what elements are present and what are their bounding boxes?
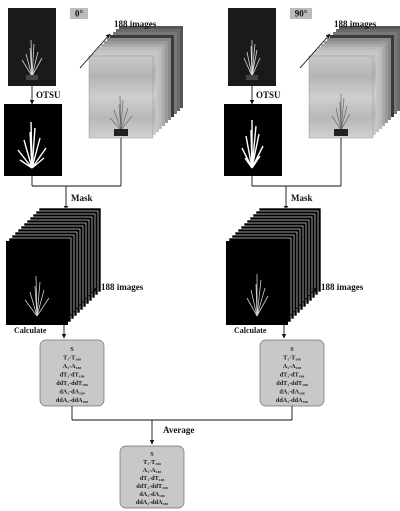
- plant-icon: [24, 275, 50, 317]
- pot-icon: [246, 75, 258, 80]
- feature-item: ddA₁-ddA₁₈₈: [56, 397, 88, 404]
- plant-icon: [331, 94, 351, 131]
- feature-item: dA₁-dA₁₈₈: [139, 491, 164, 498]
- pot-icon: [114, 129, 128, 136]
- stack-count-label: 188 images: [114, 19, 157, 29]
- feature-item: A₁-A₁₈₈: [283, 363, 302, 370]
- feature-item: S: [70, 346, 74, 353]
- panel-90-deg: 90° OTSU 188 images: [224, 8, 400, 407]
- feature-item: dT₁-dT₁₈₈: [280, 372, 305, 379]
- feature-item: dA₁-dA₁₈₈: [59, 389, 84, 396]
- feature-item: dT₁-dT₁₈₈: [60, 372, 85, 379]
- feature-item: T₁-T₁₈₈: [143, 459, 161, 466]
- plant-icon: [109, 95, 133, 131]
- average-label: Average: [163, 425, 194, 435]
- mask-label: Mask: [291, 193, 313, 203]
- calculate-label: Calculate: [234, 326, 267, 335]
- feature-item: ddT₁-ddT₁₈₈: [56, 380, 88, 387]
- pot-icon: [26, 75, 38, 80]
- arrowhead-icon: [287, 287, 317, 319]
- arrowhead-icon: [299, 33, 331, 69]
- feature-item: T₁-T₁₈₈: [283, 355, 301, 362]
- otsu-label: OTSU: [256, 90, 281, 100]
- plant-icon: [241, 120, 264, 169]
- feature-item: T₁-T₁₈₈: [63, 355, 81, 362]
- angle-label: 90°: [295, 9, 308, 19]
- masked-stack-0: [6, 207, 102, 325]
- feature-item: ddT₁-ddT₁₈₈: [276, 380, 308, 387]
- stack-count-label: 188 images: [334, 19, 377, 29]
- feature-item: ddT₁-ddT₁₈₈: [136, 483, 168, 490]
- feature-item: dT₁-dT₁₈₈: [140, 475, 165, 482]
- average-feature-box: [119, 445, 185, 509]
- otsu-label: OTSU: [36, 90, 61, 100]
- arrowhead-icon: [79, 33, 111, 69]
- angle-label: 0°: [75, 9, 84, 19]
- plant-icon: [246, 274, 269, 317]
- feature-item: S: [290, 346, 294, 353]
- plant-icon: [21, 39, 43, 77]
- masked-stack-90: [226, 207, 322, 325]
- angle-tag: [70, 8, 88, 19]
- calculate-label: Calculate: [14, 326, 47, 335]
- feature-item: S: [150, 451, 154, 458]
- stack-count-label: 188 images: [101, 282, 144, 292]
- feature-item: ddA₁-ddA₁₈₈: [276, 397, 308, 404]
- pot-icon: [334, 129, 348, 136]
- average-section: Average S T₁-T₁₈₈ A₁-A₁₈₈ dT₁-dT₁₈₈ ddT₁…: [71, 406, 293, 509]
- plant-icon: [243, 40, 261, 77]
- feature-item: A₁-A₁₈₈: [63, 363, 82, 370]
- panel-0-deg: 0° OTSU 188 images: [4, 8, 183, 407]
- image-stack-90: [308, 26, 400, 139]
- feature-item: A₁-A₁₈₈: [143, 467, 162, 474]
- angle-tag: [290, 8, 312, 19]
- mask-label: Mask: [71, 193, 93, 203]
- feature-item: dA₁-dA₁₈₈: [279, 389, 304, 396]
- stack-count-label: 188 images: [321, 282, 364, 292]
- arrowhead-icon: [67, 287, 97, 319]
- feature-item: ddA₁-ddA₁₈₈: [136, 499, 168, 506]
- image-stack-0: [88, 26, 183, 139]
- plant-icon: [17, 121, 47, 169]
